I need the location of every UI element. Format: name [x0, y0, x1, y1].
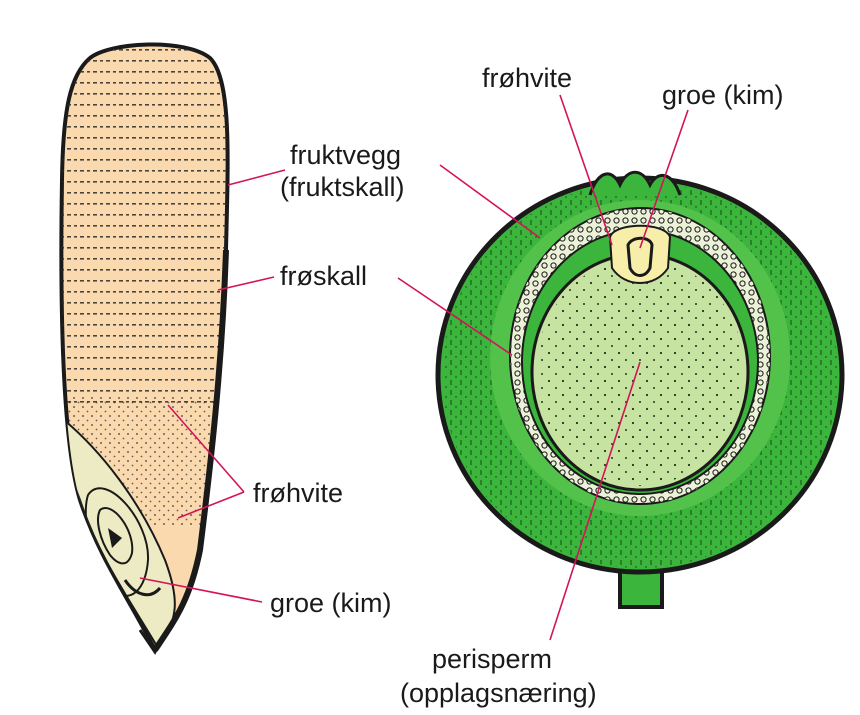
- leader-fruktvegg-left: [227, 169, 286, 186]
- label-fruktvegg: fruktvegg: [290, 140, 401, 170]
- label-frohvite-left: frøhvite: [253, 478, 343, 508]
- leader-froskall-right: [397, 277, 513, 356]
- embryo-right: [626, 236, 654, 277]
- embryo-tip: [108, 528, 122, 548]
- radicle: [123, 579, 162, 597]
- leader-perisperm: [549, 361, 641, 641]
- leader-frohvite-left-2: [177, 491, 245, 519]
- label-groe-left: groe (kim): [270, 588, 392, 618]
- perisperm-texture: [536, 258, 744, 486]
- labels: fruktvegg (fruktskall) frøskall frøhvite…: [253, 63, 784, 708]
- fruit-section: [435, 170, 845, 609]
- leader-lines: [139, 94, 689, 641]
- leader-frohvite-left-1: [167, 404, 245, 493]
- fruit-top-bumps: [588, 170, 682, 196]
- embryo-inner: [97, 507, 134, 565]
- grain-seedcoat-edge: [152, 249, 229, 652]
- grain-endosperm-texture: [61, 45, 228, 405]
- grain-section: [59, 42, 230, 655]
- leader-fruktvegg-right: [439, 164, 541, 239]
- label-perisperm: perisperm: [432, 644, 552, 674]
- label-opplagsnaering: (opplagsnæring): [400, 678, 597, 708]
- leader-frohvite-right: [559, 94, 613, 246]
- grain-tip: [138, 621, 174, 655]
- leader-froskall-left: [217, 276, 275, 291]
- label-froskall: frøskall: [280, 261, 367, 291]
- label-frohvite-right: frøhvite: [482, 63, 572, 93]
- label-groe-right: groe (kim): [662, 80, 784, 110]
- leader-groe-right: [639, 109, 689, 249]
- leader-groe-left: [139, 577, 263, 603]
- label-fruktskall: (fruktskall): [280, 172, 405, 202]
